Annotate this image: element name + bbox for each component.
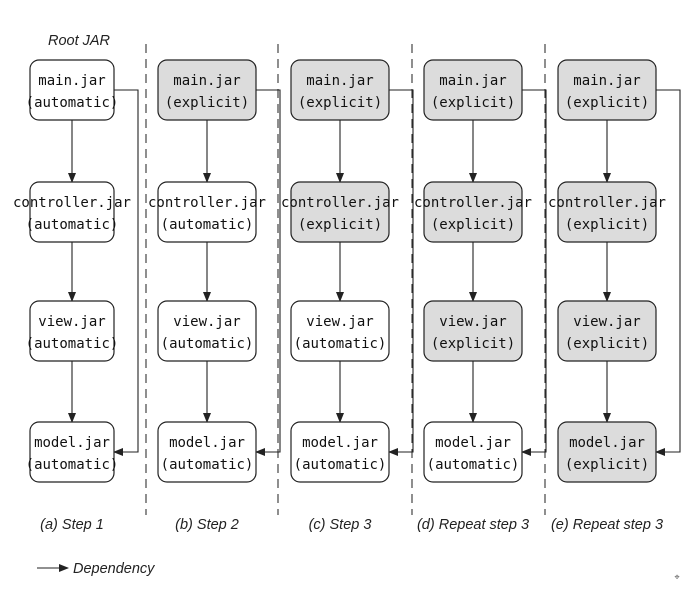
jar-box [157, 421, 257, 483]
jar-node-main: main.jar (automatic) [26, 59, 119, 121]
jar-mode: (explicit) [565, 336, 649, 352]
step-caption: (e) Repeat step 3 [551, 517, 663, 533]
legend: Dependency [37, 561, 155, 577]
jar-mode: (automatic) [26, 95, 119, 111]
step-caption: (b) Step 2 [175, 517, 239, 533]
jar-mode: (explicit) [565, 95, 649, 111]
jar-name: model.jar [169, 435, 245, 451]
jar-node-model: model.jar (explicit) [557, 421, 657, 483]
jar-name: view.jar [306, 314, 373, 330]
step-caption: (d) Repeat step 3 [417, 517, 529, 533]
jar-node-model: model.jar (automatic) [157, 421, 257, 483]
jar-name: controller.jar [148, 195, 266, 211]
jar-box [157, 181, 257, 243]
jar-node-controller: controller.jar (explicit) [281, 181, 399, 243]
jar-mode: (automatic) [26, 457, 119, 473]
jar-mode: (automatic) [161, 457, 254, 473]
jar-box [157, 59, 257, 121]
jar-name: model.jar [302, 435, 378, 451]
jar-box [423, 421, 523, 483]
jar-name: view.jar [38, 314, 105, 330]
jar-node-view: view.jar (explicit) [557, 300, 657, 362]
main-to-model-dependency-arrow [388, 89, 414, 456]
step-caption: (c) Step 3 [309, 517, 372, 533]
jar-node-controller: controller.jar (automatic) [13, 181, 131, 243]
jar-mode: (explicit) [431, 217, 515, 233]
jar-mode: (automatic) [26, 217, 119, 233]
main-to-model-dependency-arrow [255, 89, 281, 456]
jar-mode: (automatic) [161, 336, 254, 352]
corner-mark: ⌖ [674, 573, 679, 583]
jar-name: model.jar [34, 435, 110, 451]
main-to-model-dependency-arrow [521, 89, 547, 456]
jar-box [423, 59, 523, 121]
jar-box [290, 421, 390, 483]
jar-box [290, 181, 390, 243]
jar-box [29, 181, 115, 243]
jar-box [29, 300, 115, 362]
jar-node-view: view.jar (explicit) [423, 300, 523, 362]
main-to-model-dependency-arrow [655, 89, 681, 456]
jar-box [290, 300, 390, 362]
root-jar-label: Root JAR [48, 33, 111, 49]
jar-mode: (explicit) [298, 95, 382, 111]
legend-label: Dependency [73, 561, 155, 577]
jar-name: main.jar [173, 73, 240, 89]
jar-name: controller.jar [13, 195, 131, 211]
jar-name: model.jar [435, 435, 511, 451]
jar-mode: (automatic) [294, 457, 387, 473]
jar-box [29, 59, 115, 121]
jar-box [557, 181, 657, 243]
jar-name: main.jar [439, 73, 506, 89]
jar-box [290, 59, 390, 121]
jar-mode: (automatic) [26, 336, 119, 352]
jar-node-model: model.jar (automatic) [26, 421, 119, 483]
jar-box [557, 421, 657, 483]
jar-box [557, 59, 657, 121]
jar-name: controller.jar [548, 195, 666, 211]
jar-name: controller.jar [281, 195, 399, 211]
jar-name: main.jar [573, 73, 640, 89]
jar-mode: (explicit) [431, 95, 515, 111]
step-caption: (a) Step 1 [40, 517, 104, 533]
jar-node-main: main.jar (explicit) [423, 59, 523, 121]
jar-node-controller: controller.jar (explicit) [414, 181, 532, 243]
jar-mode: (explicit) [565, 217, 649, 233]
jar-box [557, 300, 657, 362]
jar-box [29, 421, 115, 483]
jar-name: view.jar [439, 314, 506, 330]
jar-node-view: view.jar (automatic) [157, 300, 257, 362]
jar-mode: (explicit) [565, 457, 649, 473]
jar-mode: (automatic) [161, 217, 254, 233]
main-to-model-dependency-arrow [113, 89, 139, 456]
jar-name: controller.jar [414, 195, 532, 211]
jar-name: main.jar [306, 73, 373, 89]
jar-node-view: view.jar (automatic) [26, 300, 119, 362]
jar-node-controller: controller.jar (automatic) [148, 181, 266, 243]
jar-box [423, 181, 523, 243]
jar-mode: (explicit) [165, 95, 249, 111]
jar-node-model: model.jar (automatic) [290, 421, 390, 483]
jar-node-view: view.jar (automatic) [290, 300, 390, 362]
jar-name: model.jar [569, 435, 645, 451]
jar-name: main.jar [38, 73, 105, 89]
jar-name: view.jar [173, 314, 240, 330]
jar-mode: (automatic) [427, 457, 520, 473]
jar-name: view.jar [573, 314, 640, 330]
jar-node-main: main.jar (explicit) [557, 59, 657, 121]
jar-node-main: main.jar (explicit) [157, 59, 257, 121]
jar-box [157, 300, 257, 362]
jar-box [423, 300, 523, 362]
jar-node-model: model.jar (automatic) [423, 421, 523, 483]
jar-node-controller: controller.jar (explicit) [548, 181, 666, 243]
jar-mode: (automatic) [294, 336, 387, 352]
jar-node-main: main.jar (explicit) [290, 59, 390, 121]
jar-mode: (explicit) [431, 336, 515, 352]
jar-mode: (explicit) [298, 217, 382, 233]
